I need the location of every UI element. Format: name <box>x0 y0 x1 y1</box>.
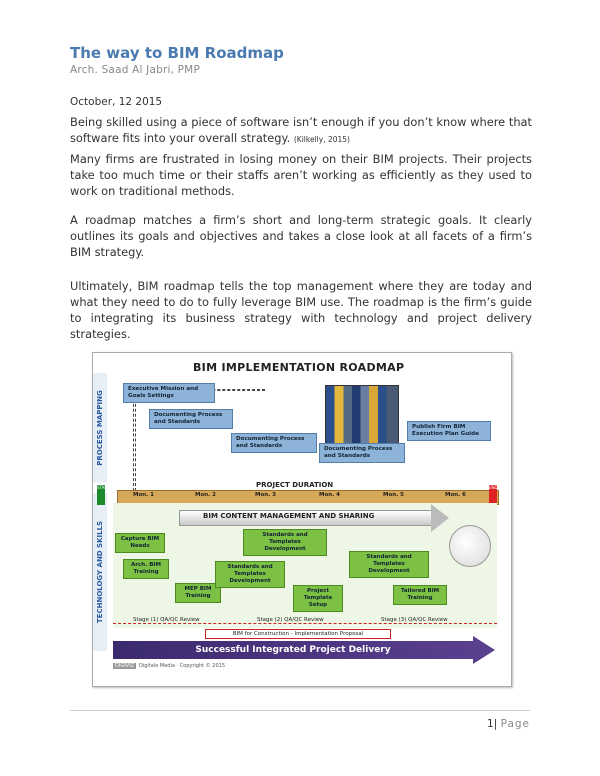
citation: (Kilkelly, 2015) <box>293 135 350 144</box>
dashed-boundary <box>113 623 497 624</box>
paragraph-1-text: Being skilled using a piece of software … <box>70 115 532 145</box>
green-box-arch-training: Arch. BIM Training <box>123 559 169 579</box>
process-box-documenting-3: Documenting Process and Standards <box>319 443 405 463</box>
success-banner-arrow <box>473 636 495 664</box>
arrow-head <box>431 504 449 532</box>
process-box-mission: Executive Mission and Goals Settings <box>123 383 215 403</box>
month-label: Mon. 2 <box>195 492 216 498</box>
month-label: Mon. 1 <box>133 492 154 498</box>
dashed-connector <box>133 389 136 491</box>
page-word: Page <box>500 718 530 730</box>
credit-logo: DIGIVIZ <box>113 663 136 669</box>
stage-1-label: Stage (1) QA/QC Review <box>133 617 200 623</box>
page-number: 1 <box>487 718 494 730</box>
footer-divider <box>70 710 530 711</box>
side-label-process: PROCESS MAPPING <box>93 373 107 483</box>
start-marker: START <box>97 485 109 505</box>
page-separator: | <box>493 718 498 730</box>
green-box-standards-2: Standards and Templates Development <box>243 529 327 556</box>
paragraph-4: Ultimately, BIM roadmap tells the top ma… <box>70 279 532 341</box>
paragraph-2: Many firms are frustrated in losing mone… <box>70 152 532 198</box>
paragraph-1: Being skilled using a piece of software … <box>70 114 532 148</box>
green-box-standards-1: Standards and Templates Development <box>215 561 285 588</box>
green-box-standards-3: Standards and Templates Development <box>349 551 429 578</box>
credit-text: Digitale Media · Copyright © 2015 <box>139 663 226 669</box>
cycle-icon <box>449 525 491 567</box>
page-footer: 1| Page <box>487 718 530 730</box>
end-marker: END <box>489 485 498 505</box>
month-label: Mon. 6 <box>445 492 466 498</box>
process-box-documenting-2: Documenting Process and Standards <box>231 433 317 453</box>
green-box-capture-needs: Capture BIM Needs <box>115 533 165 553</box>
side-label-technology: TECHNOLOGY AND SKILLS <box>93 493 107 651</box>
process-box-publish-guide: Publish Firm BIM Execution Plan Guide <box>407 421 491 441</box>
diagram-title: BIM IMPLEMENTATION ROADMAP <box>193 361 405 374</box>
month-label: Mon. 5 <box>383 492 404 498</box>
month-label: Mon. 4 <box>319 492 340 498</box>
implementation-proposal: BIM for Construction - Implementation Pr… <box>205 629 391 639</box>
stage-3-label: Stage (3) QA/QC Review <box>381 617 448 623</box>
bim-roadmap-diagram: BIM IMPLEMENTATION ROADMAP PROCESS MAPPI… <box>92 352 512 687</box>
project-duration-label: PROJECT DURATION <box>253 481 337 489</box>
author-line: Arch. Saad Al Jabri, PMP <box>70 64 200 76</box>
paragraph-3: A roadmap matches a firm’s short and lon… <box>70 213 532 259</box>
page-title: The way to BIM Roadmap <box>70 44 284 62</box>
green-box-mep-training: MEP BIM Training <box>175 583 221 603</box>
success-banner: Successful Integrated Project Delivery <box>113 641 473 659</box>
green-box-tailored-training: Tailored BIM Training <box>393 585 447 605</box>
content-management-label: BIM CONTENT MANAGEMENT AND SHARING <box>203 512 375 520</box>
date-line: October, 12 2015 <box>70 96 163 108</box>
month-label: Mon. 3 <box>255 492 276 498</box>
process-box-documenting-1: Documenting Process and Standards <box>149 409 233 429</box>
green-box-project-template: Project Template Setup <box>293 585 343 612</box>
binders-icon <box>325 385 399 453</box>
stage-2-label: Stage (2) QA/QC Review <box>257 617 324 623</box>
